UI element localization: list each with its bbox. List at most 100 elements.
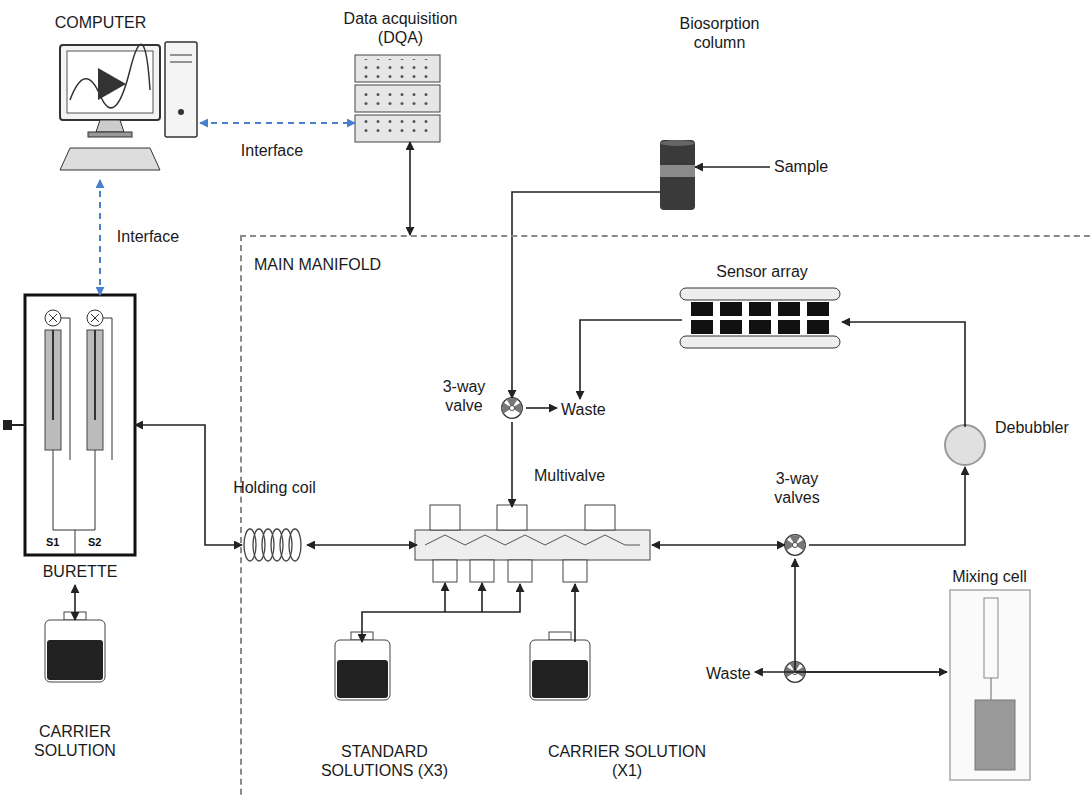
burette-icon — [53, 318, 112, 555]
dqa-rack — [360, 119, 435, 138]
multivalve-icon — [430, 505, 460, 530]
standard-branch-lines — [445, 583, 482, 612]
standard-branch-lines — [444, 583, 446, 612]
node-label: STANDARD SOLUTIONS (X3) — [315, 742, 455, 780]
node-label: Multivalve — [520, 466, 620, 485]
computer-icon — [60, 45, 160, 120]
valve-symbol — [502, 398, 523, 419]
waste-outlet: Waste — [702, 663, 755, 684]
mixing-cell-icon — [984, 598, 998, 678]
node-label: Waste — [561, 400, 606, 419]
sensor-array-icon — [680, 288, 840, 348]
computer-icon — [60, 42, 197, 170]
bottle-icon — [45, 612, 590, 700]
burette-icon — [3, 295, 135, 555]
computer-icon — [170, 55, 192, 62]
burette-icon — [49, 314, 99, 322]
mixing-cell-icon — [950, 590, 1030, 780]
multivalve-icon — [497, 505, 527, 530]
bottle-icon — [532, 660, 588, 698]
flow-line — [809, 467, 965, 545]
computer-icon — [96, 120, 124, 132]
node-label: Debubbler — [995, 418, 1085, 437]
flow-line — [362, 584, 520, 642]
computer-icon — [98, 68, 126, 100]
node-label: COMPUTER — [41, 13, 161, 32]
multivalve-icon — [415, 530, 650, 560]
node-label: 3-way valve — [434, 377, 494, 415]
main-manifold: MAIN MANIFOLDSensor array3-way valveWast… — [240, 235, 1092, 797]
flow-line — [652, 544, 785, 546]
computer-icon — [178, 109, 184, 115]
node-label: Waste — [706, 664, 751, 683]
burette-icon — [3, 420, 12, 430]
flow-line — [409, 142, 411, 235]
holding-coil: Holding coil — [242, 527, 307, 567]
carrier-bottle: CARRIER SOLUTION (X1) — [532, 642, 592, 702]
burette: BURETTE — [25, 295, 135, 585]
biosorption-column-icon — [660, 140, 695, 210]
flow-line — [511, 422, 513, 507]
computer: COMPUTER — [55, 40, 200, 180]
interface-link — [200, 122, 355, 124]
sensor-array: Sensor array — [682, 287, 842, 352]
flow-line — [580, 320, 682, 399]
computer-icon — [60, 148, 160, 170]
mixing-cell-icon — [991, 678, 992, 700]
multivalve: Multivalve — [417, 507, 652, 584]
node-label: CARRIER SOLUTION (X1) — [537, 742, 717, 780]
multivalve-icon — [470, 560, 494, 582]
mixing-cell-icon — [950, 590, 1030, 780]
dqa-rack — [360, 59, 435, 78]
flow-line — [795, 559, 947, 672]
multivalve-icon — [508, 560, 532, 582]
node-label: Sensor array — [692, 262, 832, 281]
three-way-valves: 3-way valves — [785, 535, 809, 559]
debubbler-icon — [945, 425, 985, 465]
mixing-cell: Mixing cell — [947, 592, 1032, 782]
biosorption-column-icon — [660, 165, 695, 177]
multivalve-icon — [415, 505, 650, 582]
dqa-rack — [355, 55, 440, 142]
interface-link — [99, 180, 101, 295]
dqa-rack — [355, 115, 440, 142]
sensor-array-icon — [688, 300, 833, 336]
node-label: Sample — [774, 157, 828, 176]
holding-coil-icon — [289, 529, 301, 561]
burette-icon — [53, 330, 95, 420]
biosorption-column-icon — [660, 140, 695, 210]
flow-line — [526, 407, 557, 409]
valve-symbol — [785, 535, 806, 556]
syringe-label: S1 — [46, 536, 59, 548]
bottle-icon — [530, 640, 590, 700]
biosorption-column: Biosorption column — [660, 140, 695, 210]
flow-line — [695, 166, 770, 168]
computer-icon — [165, 42, 197, 137]
node-label: CARRIER SOLUTION — [20, 722, 130, 760]
computer-icon — [88, 132, 132, 137]
node-label: Mixing cell — [940, 567, 1040, 586]
edge-label: Interface — [239, 141, 305, 160]
standard-branch-lines — [481, 583, 483, 612]
multivalve-icon — [433, 560, 457, 582]
bottle-icon — [337, 660, 388, 698]
computer-icon — [70, 44, 150, 108]
flow-line — [755, 671, 947, 673]
burette-icon — [25, 295, 135, 555]
dqa-unit: Data acquisition (DQA) — [355, 55, 440, 142]
standard-bottle: STANDARD SOLUTIONS (X3) — [337, 642, 392, 702]
node-label: Holding coil — [220, 478, 330, 497]
waste-outlet: Waste — [557, 399, 610, 420]
multivalve-icon — [585, 505, 615, 530]
carrier-bottle: CARRIER SOLUTION — [45, 620, 105, 682]
node-label: Biosorption column — [660, 14, 780, 52]
bottle-icon — [47, 640, 103, 680]
edge-label: Interface — [115, 227, 181, 246]
bottle-icon — [45, 620, 105, 682]
debubbler: Debubbler — [947, 427, 987, 467]
flow-line — [307, 544, 417, 546]
holding-coil-icon — [244, 529, 301, 561]
